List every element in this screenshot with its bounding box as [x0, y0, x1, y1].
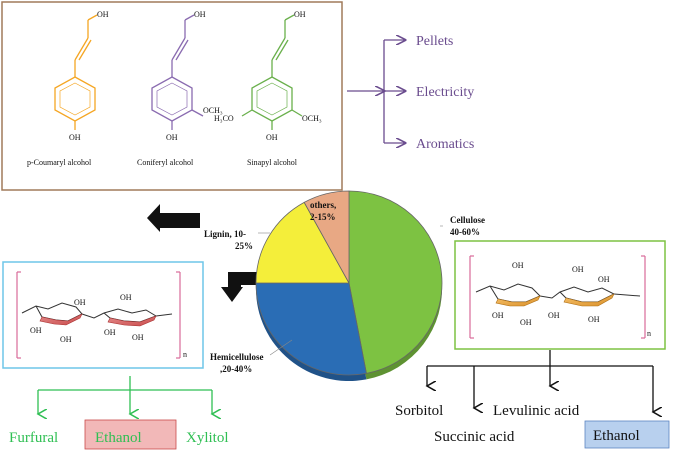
hemi-oh-2: OH: [60, 335, 72, 344]
sinapyl-oh-top: OH: [294, 10, 306, 19]
others-label-line1: others,: [310, 200, 336, 210]
product-succinic-acid: Succinic acid: [434, 429, 515, 445]
pie-slice-cellulose: [348, 190, 443, 374]
product-ethanol-cell: Ethanol: [593, 428, 640, 444]
product-furfural: Furfural: [9, 430, 58, 446]
hemicellulose-label-line1: Hemicellulose: [210, 352, 264, 362]
pie-slice-lignin: [255, 201, 350, 284]
cellulose-structure-box: OH OH OH OH OH OH OH n: [454, 240, 666, 350]
cell-oh-1: OH: [512, 261, 524, 270]
cell-oh-6: OH: [598, 275, 610, 284]
product-xylitol: Xylitol: [186, 430, 229, 446]
hemi-oh-6: OH: [132, 333, 144, 342]
cellulose-products-tree: [427, 350, 653, 412]
cell-subscript: n: [647, 329, 651, 338]
hemi-subscript: n: [183, 350, 187, 359]
hemi-oh-5: OH: [120, 293, 132, 302]
pie-slice-others: [303, 190, 350, 285]
coniferyl-oh-bottom: OH: [166, 133, 178, 142]
lignin-products-bracket: [347, 40, 405, 143]
hemicellulose-label-line2: ,20-40%: [220, 364, 252, 374]
hemicellulose-structure-box: OH OH OH OH OH OH n: [2, 261, 204, 369]
coniferyl-name: Coniferyl alcohol: [137, 158, 194, 167]
hemi-oh-3: OH: [74, 298, 86, 307]
product-aromatics: Aromatics: [416, 137, 474, 152]
sinapyl-name: Sinapyl alcohol: [247, 158, 298, 167]
ethanol-cell-box: [584, 420, 670, 449]
hemi-oh-4: OH: [104, 328, 116, 337]
sinapyl-substituent-right: OCH₃: [302, 114, 322, 123]
cellulose-label-line2: 40-60%: [450, 227, 480, 237]
ethanol-hemi-box: [84, 419, 177, 450]
product-pellets: Pellets: [416, 34, 453, 49]
product-electricity: Electricity: [416, 85, 474, 100]
coniferyl-structure: [151, 14, 204, 130]
product-levulinic-acid: Levulinic acid: [493, 403, 580, 419]
coniferyl-substituent: OCH₃: [203, 106, 223, 115]
p-coumaryl-name: p-Coumaryl alcohol: [27, 158, 92, 167]
cell-oh-2: OH: [492, 311, 504, 320]
lignin-elbow-arrow: [147, 204, 200, 232]
product-ethanol-hemi: Ethanol: [95, 430, 142, 446]
biomass-composition-pie: [255, 190, 443, 381]
product-sorbitol: Sorbitol: [395, 403, 443, 419]
hemicellulose-elbow-arrow: [221, 272, 264, 302]
coniferyl-oh-top: OH: [194, 10, 206, 19]
cellulose-label-line1: Cellulose: [450, 215, 485, 225]
cell-oh-5: OH: [572, 265, 584, 274]
pie-slice-hemicellulose: [255, 282, 367, 376]
sinapyl-structure: [241, 14, 303, 130]
hemi-oh-1: OH: [30, 326, 42, 335]
lignin-label-line1: Lignin, 10-: [204, 229, 246, 239]
p-coumaryl-oh-top: OH: [97, 10, 109, 19]
others-label-line2: 2-15%: [310, 212, 336, 222]
sinapyl-oh-bottom: OH: [266, 133, 278, 142]
cell-oh-4: OH: [548, 311, 560, 320]
lignin-monomers-box: OH OH p-Coumaryl alcohol OH OH OCH₃ Coni…: [1, 1, 343, 191]
cell-oh-3: OH: [520, 318, 532, 327]
hemicellulose-box-frame: [2, 261, 204, 369]
lignin-label-line2: 25%: [235, 241, 253, 251]
hemicellulose-products-tree: [38, 376, 212, 414]
cell-oh-7: OH: [588, 315, 600, 324]
p-coumaryl-structure: [54, 14, 98, 130]
p-coumaryl-oh-bottom: OH: [69, 133, 81, 142]
sinapyl-substituent-left: H₃CO: [214, 114, 234, 123]
